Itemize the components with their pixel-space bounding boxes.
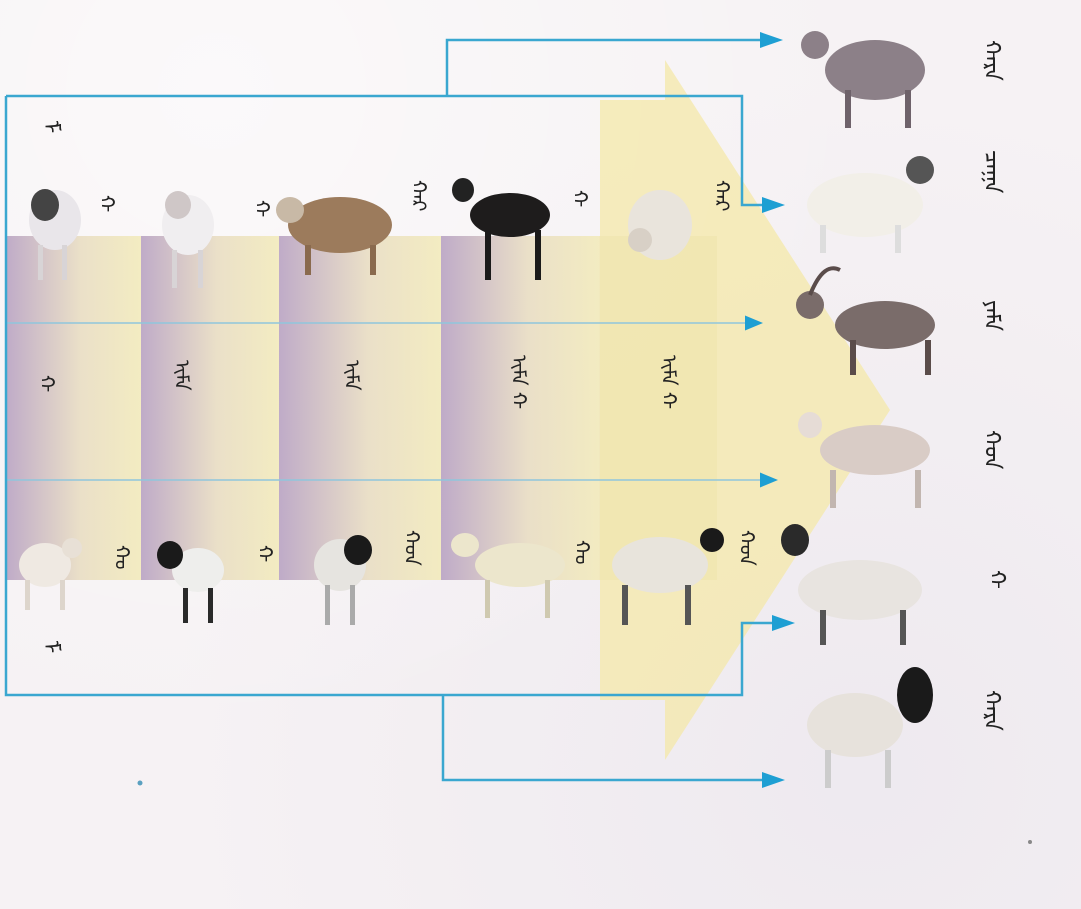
- arrow-to-output-1: [760, 32, 783, 48]
- band-3: [279, 236, 441, 580]
- goat-1-label: ᠬ: [95, 195, 119, 212]
- output-4-label: ᠬᠣᠨ: [979, 430, 1004, 470]
- sheep-2-label: ᠬ: [253, 545, 277, 562]
- gradient-bands: [6, 236, 717, 580]
- goat-2-label: ᠬ: [250, 200, 274, 217]
- goat-5: [628, 190, 692, 260]
- output-1-goat: [801, 31, 925, 128]
- band-label-5: ᠢᠮᠠ ᠬ: [657, 355, 681, 409]
- left-top-label: ᠮ: [38, 120, 63, 133]
- arrow-to-output-6: [762, 772, 785, 788]
- sheep-3-label: ᠬᠣᠨ: [400, 530, 424, 566]
- output-2-goat: [807, 156, 934, 253]
- output-5-sheep: [781, 524, 922, 645]
- band-1: [6, 236, 141, 580]
- goat-5-label: ᠬᠠᠷ: [710, 180, 734, 211]
- speck-2: [1028, 840, 1032, 844]
- sheep-5-label: ᠬᠣᠨ: [735, 530, 759, 566]
- band-label-2: ᠢᠮᠠ: [170, 360, 194, 391]
- band-label-4: ᠢᠮᠠ ᠬ: [507, 355, 531, 409]
- output-6-sheep: [807, 667, 933, 788]
- output-3-label: ᠶᠠᠮᠠ: [979, 300, 1004, 332]
- band-label-3: ᠢᠮᠠ: [340, 360, 364, 391]
- goat-3-label: ᠬᠠᠷ: [407, 180, 431, 211]
- speck-1: [138, 781, 143, 786]
- sheep-2: [157, 541, 224, 623]
- goat-4-label: ᠬ: [568, 190, 592, 207]
- arrow-to-output-5: [772, 615, 795, 631]
- output-2-label: ᠴᠠᠭᠠ: [979, 150, 1004, 194]
- output-6-label: ᠬᠠᠷᠠ: [979, 690, 1004, 732]
- band-label-1: ᠬ: [35, 375, 59, 392]
- output-1-label: ᠬᠠᠷᠠ: [979, 40, 1004, 82]
- left-bottom-label: ᠮ: [38, 640, 63, 653]
- output-5-label: ᠬ: [984, 570, 1009, 589]
- sheep-4-label: ᠬᠣ: [570, 540, 594, 565]
- sheep-1-label: ᠬᠣ: [110, 545, 134, 570]
- arrow-to-output-2: [762, 197, 785, 213]
- band-2: [141, 236, 279, 580]
